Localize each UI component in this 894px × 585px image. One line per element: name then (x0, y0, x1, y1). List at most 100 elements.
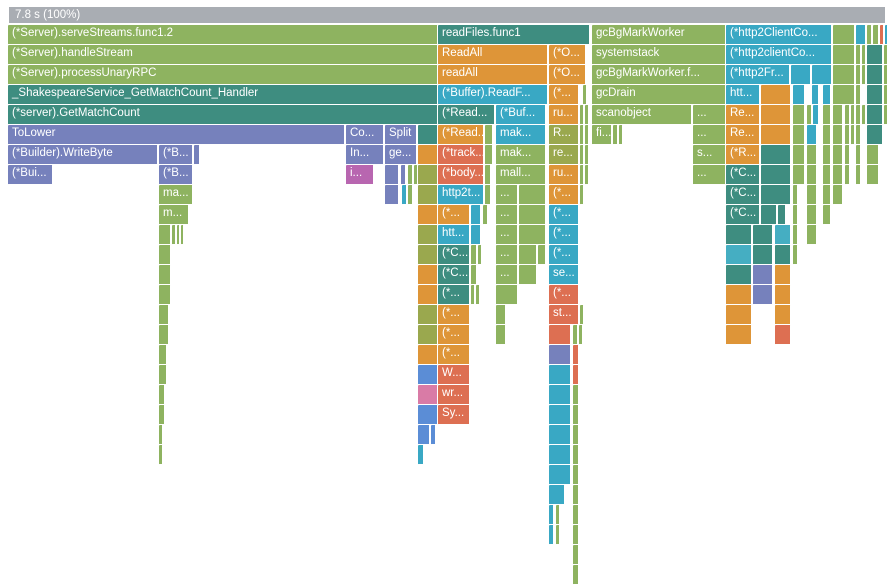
flame-frame-unlabeled[interactable] (778, 205, 786, 225)
flame-frame-unlabeled[interactable] (573, 345, 579, 365)
flame-frame-unlabeled[interactable] (471, 225, 481, 245)
flame-frame-unlabeled[interactable] (753, 225, 773, 245)
flame-frame-unlabeled[interactable] (813, 105, 819, 125)
flame-frame-unlabeled[interactable] (194, 145, 200, 165)
flame-frame[interactable]: ... (496, 185, 518, 205)
flame-frame-unlabeled[interactable] (573, 565, 579, 585)
flame-frame-unlabeled[interactable] (867, 85, 883, 105)
flame-frame-unlabeled[interactable] (833, 45, 855, 65)
flame-frame-unlabeled[interactable] (496, 285, 518, 305)
flame-frame[interactable]: (*... (549, 225, 579, 245)
flame-frame[interactable]: (*Buf... (496, 105, 546, 125)
flame-frame-unlabeled[interactable] (159, 305, 169, 325)
flame-frame[interactable]: W... (438, 365, 470, 385)
flame-frame-unlabeled[interactable] (471, 265, 477, 285)
flame-frame[interactable]: (*... (549, 245, 579, 265)
flame-frame-unlabeled[interactable] (478, 245, 482, 265)
flame-frame-unlabeled[interactable] (401, 165, 406, 185)
flame-frame[interactable]: ReadAll (438, 45, 548, 65)
flame-frame[interactable]: Re... (726, 125, 760, 145)
flame-frame[interactable]: ge... (385, 145, 417, 165)
flame-frame[interactable]: (*Builder).WriteByte (8, 145, 158, 165)
flame-frame-unlabeled[interactable] (862, 105, 866, 125)
flame-frame-unlabeled[interactable] (418, 245, 438, 265)
flame-frame[interactable]: ToLower (8, 125, 345, 145)
flame-frame-unlabeled[interactable] (549, 325, 571, 345)
flame-frame-unlabeled[interactable] (845, 145, 850, 165)
flame-frame-unlabeled[interactable] (418, 285, 438, 305)
flame-frame-unlabeled[interactable] (159, 345, 167, 365)
flame-frame[interactable]: ... (693, 105, 726, 125)
flame-frame[interactable]: Split (385, 125, 417, 145)
flame-frame-unlabeled[interactable] (181, 225, 184, 245)
flame-frame-unlabeled[interactable] (726, 225, 752, 245)
flame-frame-unlabeled[interactable] (856, 145, 861, 165)
flame-frame-unlabeled[interactable] (793, 85, 805, 105)
flame-frame-unlabeled[interactable] (159, 225, 171, 245)
flame-frame[interactable]: _ShakespeareService_GetMatchCount_Handle… (8, 85, 438, 105)
flame-frame-unlabeled[interactable] (385, 185, 399, 205)
flame-frame[interactable]: (*... (549, 185, 579, 205)
flame-frame-unlabeled[interactable] (807, 185, 817, 205)
flame-frame[interactable]: (*R... (726, 145, 760, 165)
flame-frame-unlabeled[interactable] (862, 65, 866, 85)
flame-frame[interactable]: (*server).GetMatchCount (8, 105, 438, 125)
flame-frame-unlabeled[interactable] (856, 165, 861, 185)
flame-frame-unlabeled[interactable] (159, 405, 165, 425)
flame-frame[interactable]: (*... (438, 305, 470, 325)
flame-frame-unlabeled[interactable] (775, 305, 791, 325)
flame-frame-unlabeled[interactable] (585, 165, 589, 185)
flame-frame-unlabeled[interactable] (726, 325, 752, 345)
flame-frame[interactable]: (*http2clientCo... (726, 45, 832, 65)
flame-frame[interactable]: (*... (438, 345, 470, 365)
flame-frame-unlabeled[interactable] (833, 25, 855, 45)
flame-frame-unlabeled[interactable] (573, 425, 579, 445)
flame-frame-unlabeled[interactable] (573, 365, 579, 385)
flame-frame-unlabeled[interactable] (761, 105, 791, 125)
flame-frame[interactable]: (*Read... (438, 105, 495, 125)
flame-frame[interactable]: (*C... (438, 265, 470, 285)
flame-frame[interactable]: (*... (549, 205, 579, 225)
flame-frame[interactable]: (*O... (549, 65, 586, 85)
flame-frame[interactable]: ... (693, 165, 726, 185)
flame-frame[interactable]: st... (549, 305, 579, 325)
flame-frame-unlabeled[interactable] (823, 205, 831, 225)
flame-frame[interactable]: R... (549, 125, 579, 145)
flame-frame-unlabeled[interactable] (807, 165, 817, 185)
flame-frame-unlabeled[interactable] (408, 185, 413, 205)
flame-frame[interactable]: (*http2ClientCo... (726, 25, 832, 45)
flame-frame-unlabeled[interactable] (418, 165, 438, 185)
flame-frame-unlabeled[interactable] (573, 385, 579, 405)
flame-frame-unlabeled[interactable] (580, 125, 584, 145)
flame-frame-unlabeled[interactable] (880, 25, 884, 45)
flame-frame-unlabeled[interactable] (159, 245, 171, 265)
flame-frame[interactable]: http2t... (438, 185, 484, 205)
flame-frame-unlabeled[interactable] (833, 85, 855, 105)
flame-frame-unlabeled[interactable] (573, 325, 578, 345)
flame-frame-unlabeled[interactable] (862, 45, 866, 65)
flame-frame-unlabeled[interactable] (753, 285, 773, 305)
flame-frame-unlabeled[interactable] (580, 145, 584, 165)
flame-frame-unlabeled[interactable] (483, 205, 488, 225)
flame-frame[interactable]: ru... (549, 165, 579, 185)
flame-frame-unlabeled[interactable] (867, 145, 879, 165)
flame-frame-unlabeled[interactable] (833, 125, 843, 145)
flame-frame-unlabeled[interactable] (867, 165, 879, 185)
flame-frame-unlabeled[interactable] (585, 105, 589, 125)
flame-frame-unlabeled[interactable] (793, 185, 798, 205)
flame-frame-unlabeled[interactable] (761, 125, 791, 145)
flame-frame-unlabeled[interactable] (851, 125, 855, 145)
flame-frame-unlabeled[interactable] (556, 525, 560, 545)
flame-frame[interactable]: (*body... (438, 165, 484, 185)
flame-frame-unlabeled[interactable] (775, 225, 791, 245)
flame-frame-unlabeled[interactable] (775, 285, 791, 305)
flame-frame-unlabeled[interactable] (402, 185, 407, 205)
flame-frame[interactable]: (*http2Fr... (726, 65, 790, 85)
flame-frame-unlabeled[interactable] (856, 105, 861, 125)
flame-frame-unlabeled[interactable] (485, 125, 493, 145)
flame-frame-unlabeled[interactable] (519, 185, 546, 205)
flame-frame-unlabeled[interactable] (573, 445, 579, 465)
flame-frame-unlabeled[interactable] (856, 25, 866, 45)
flame-frame-unlabeled[interactable] (549, 405, 571, 425)
flame-frame[interactable]: (*B... (159, 165, 193, 185)
